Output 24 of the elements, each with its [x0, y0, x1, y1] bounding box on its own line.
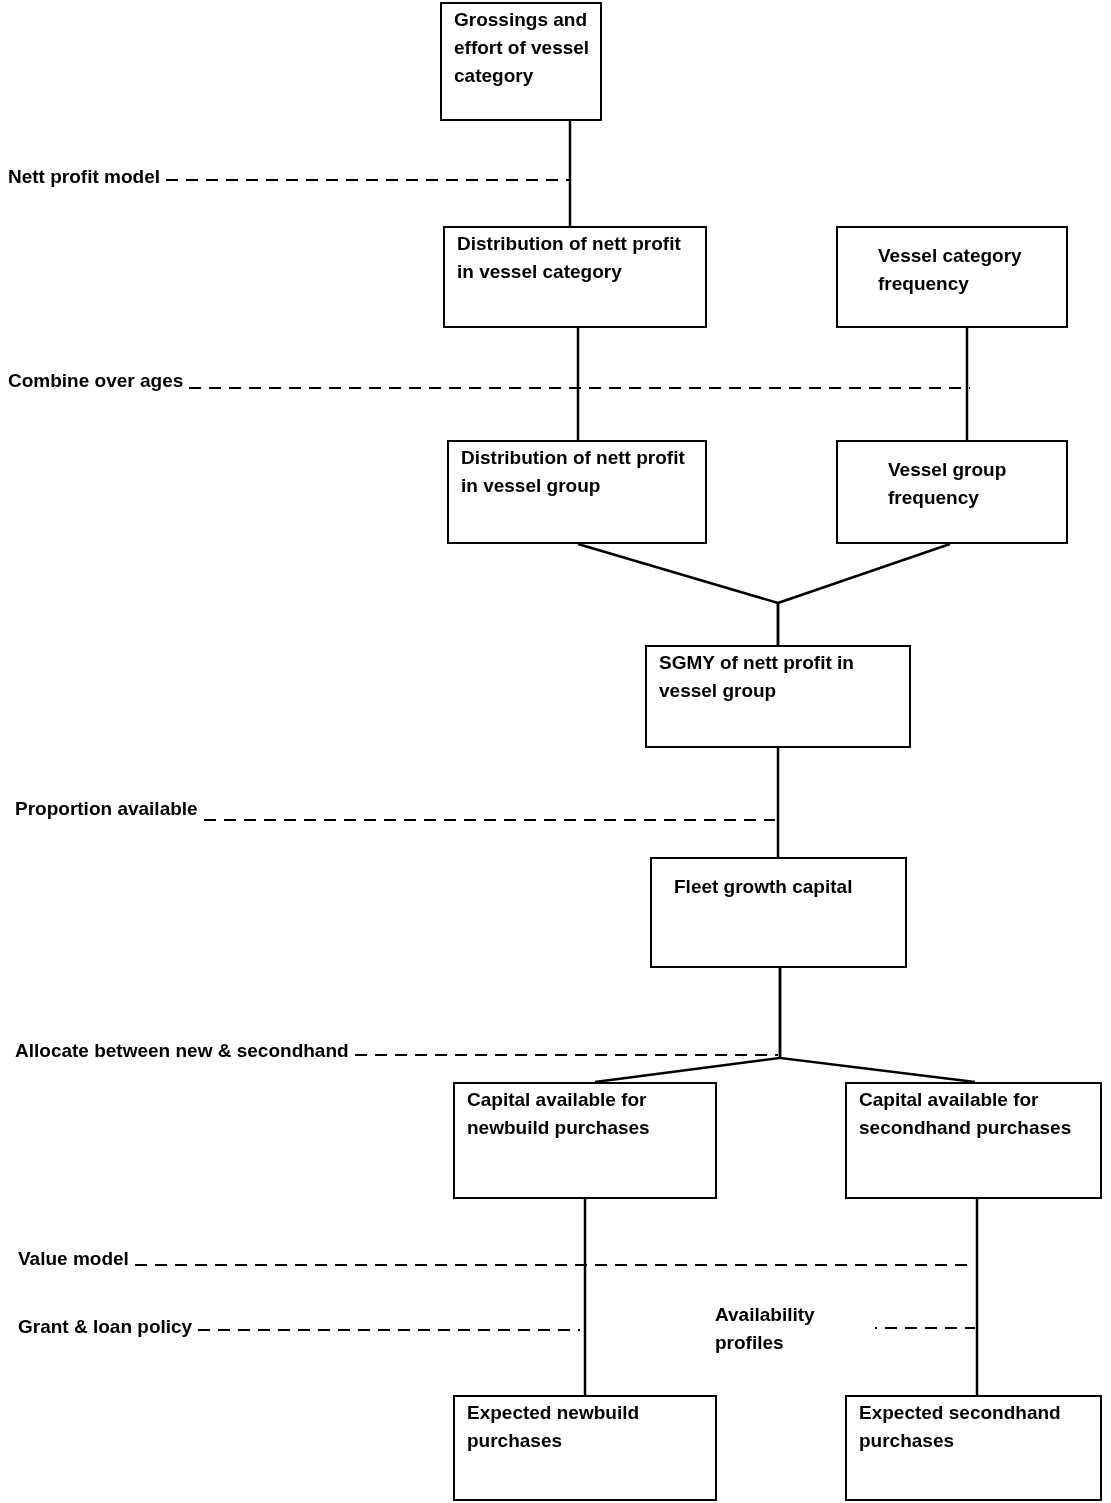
process-box: Capital available for secondhand purchases — [845, 1082, 1102, 1199]
process-box: Fleet growth capital — [650, 857, 907, 968]
connector-line — [568, 121, 572, 226]
leader-line — [188, 387, 971, 389]
process-box: Distribution of nett profit in vessel group — [447, 440, 707, 544]
process-box: SGMY of nett profit in vessel group — [645, 645, 911, 748]
process-box: Capital available for newbuild purchases — [453, 1082, 717, 1199]
process-box: Expected secondhand purchases — [845, 1395, 1102, 1501]
connector-line — [778, 968, 976, 1084]
process-box: Distribution of nett profit in vessel category — [443, 226, 707, 328]
process-box: Grossings and effort of vessel category — [440, 2, 602, 121]
connector-line — [975, 1199, 979, 1395]
leader-line — [354, 1054, 779, 1056]
connector-line — [583, 1199, 587, 1395]
connector-line — [576, 328, 580, 440]
process-box: Vessel group frequency — [836, 440, 1068, 544]
leader-line — [203, 819, 776, 821]
connector-line — [776, 748, 780, 857]
connector-line — [776, 542, 951, 645]
leader-line — [165, 179, 571, 181]
process-box: Expected newbuild purchases — [453, 1395, 717, 1501]
process-box: Vessel category frequency — [836, 226, 1068, 328]
leader-line — [197, 1329, 581, 1331]
connector-line — [965, 328, 969, 440]
